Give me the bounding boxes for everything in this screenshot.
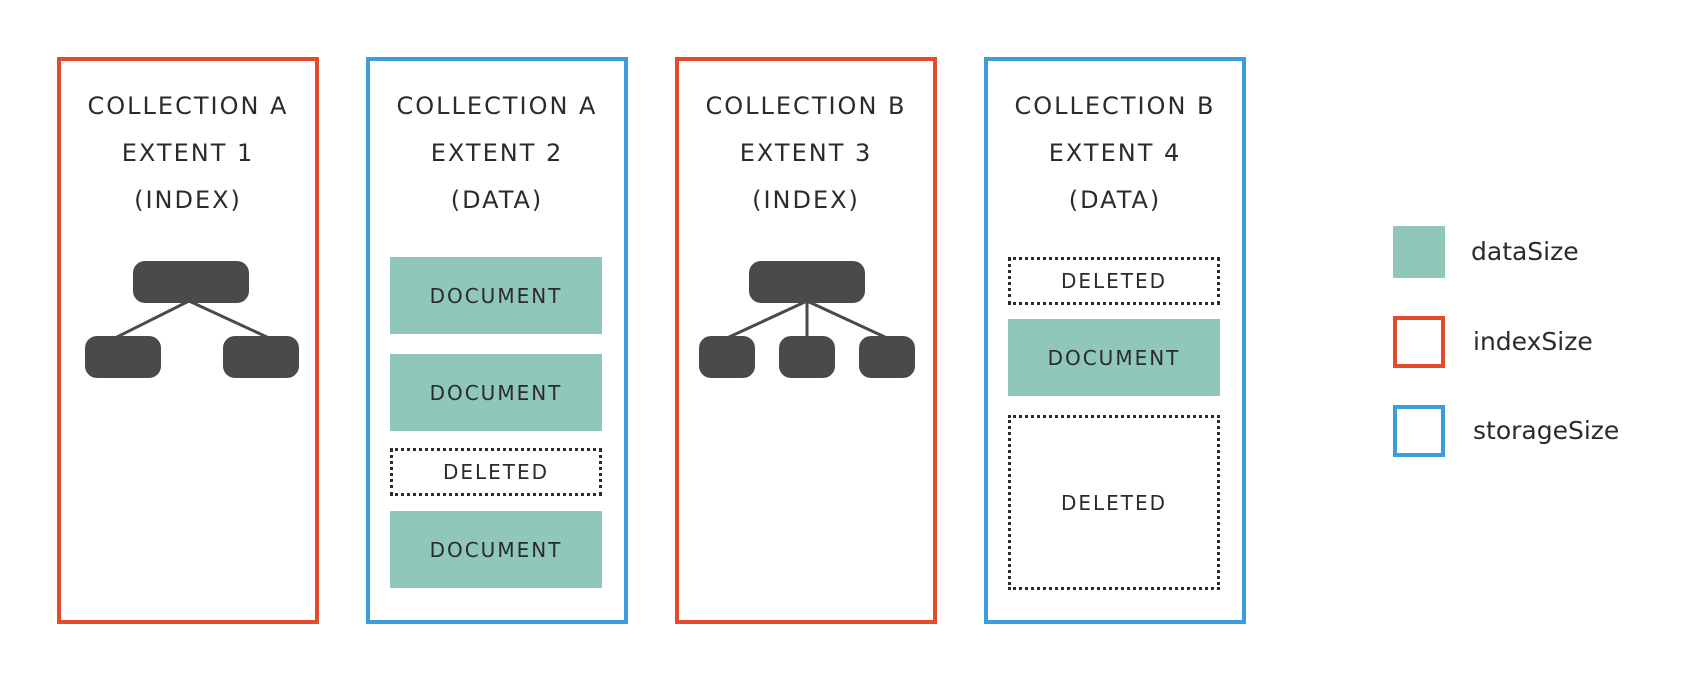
legend-label: dataSize <box>1471 237 1579 266</box>
extent-3-type: (INDEX) <box>752 186 860 214</box>
leaf-node-icon <box>85 336 161 378</box>
extent-2-title: COLLECTION A EXTENT 2 (DATA) <box>370 83 624 224</box>
document-block: DOCUMENT <box>390 511 602 588</box>
extent-1-panel: COLLECTION A EXTENT 1 (INDEX) <box>57 57 319 624</box>
extent-2-type: (DATA) <box>450 186 544 214</box>
deleted-block: DELETED <box>390 448 602 496</box>
extent-1-type: (INDEX) <box>134 186 242 214</box>
extent-1-title: COLLECTION A EXTENT 1 (INDEX) <box>61 83 315 224</box>
root-node-icon <box>133 261 249 303</box>
legend-label: storageSize <box>1473 416 1620 445</box>
leaf-node-icon <box>779 336 835 378</box>
extent-4-panel: COLLECTION B EXTENT 4 (DATA) DELETED DOC… <box>984 57 1246 624</box>
leaf-node-icon <box>223 336 299 378</box>
legend-label: indexSize <box>1473 327 1593 356</box>
extent-1-collection: COLLECTION A <box>87 92 289 120</box>
deleted-block: DELETED <box>1008 257 1220 305</box>
leaf-node-icon <box>859 336 915 378</box>
document-block: DOCUMENT <box>390 354 602 431</box>
extent-1-number: EXTENT 1 <box>121 139 255 167</box>
extent-3-number: EXTENT 3 <box>739 139 873 167</box>
extent-3-title: COLLECTION B EXTENT 3 (INDEX) <box>679 83 933 224</box>
extent-3-collection: COLLECTION B <box>705 92 907 120</box>
extent-2-panel: COLLECTION A EXTENT 2 (DATA) DOCUMENT DO… <box>366 57 628 624</box>
extent-2-number: EXTENT 2 <box>430 139 564 167</box>
storagesize-swatch-icon <box>1393 405 1445 457</box>
deleted-block: DELETED <box>1008 415 1220 590</box>
document-block: DOCUMENT <box>1008 319 1220 396</box>
extent-3-panel: COLLECTION B EXTENT 3 (INDEX) <box>675 57 937 624</box>
leaf-node-icon <box>699 336 755 378</box>
btree-index-icon <box>85 261 299 378</box>
extent-2-collection: COLLECTION A <box>396 92 598 120</box>
extent-4-title: COLLECTION B EXTENT 4 (DATA) <box>988 83 1242 224</box>
document-block: DOCUMENT <box>390 257 602 334</box>
btree-index-icon <box>699 261 915 378</box>
datasize-swatch-icon <box>1393 226 1445 278</box>
root-node-icon <box>749 261 865 303</box>
extent-4-number: EXTENT 4 <box>1048 139 1182 167</box>
indexsize-swatch-icon <box>1393 316 1445 368</box>
extent-4-type: (DATA) <box>1068 186 1162 214</box>
extent-4-collection: COLLECTION B <box>1014 92 1216 120</box>
